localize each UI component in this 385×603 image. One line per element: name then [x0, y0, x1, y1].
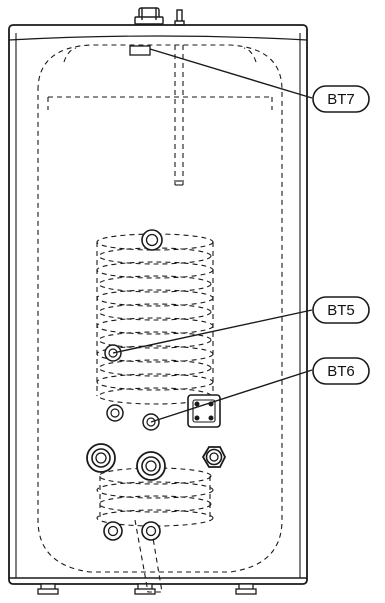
feet: [37, 583, 257, 595]
callout-bt5-label: BT5: [327, 302, 355, 319]
outer-casing: [8, 24, 308, 585]
dip-tube: [129, 45, 184, 186]
callout-bt6: BT6: [312, 357, 370, 385]
top-fittings: [134, 7, 185, 26]
leader-lines: [112, 48, 313, 423]
callout-bt6-label: BT6: [327, 363, 355, 380]
flange-plate: [187, 394, 221, 428]
callout-bt7: BT7: [312, 85, 370, 113]
port-fittings: [86, 229, 227, 541]
callout-bt7-label: BT7: [327, 91, 355, 108]
upper-coil: [96, 233, 214, 405]
callout-bt5: BT5: [312, 296, 370, 324]
inner-tank: [37, 44, 283, 573]
